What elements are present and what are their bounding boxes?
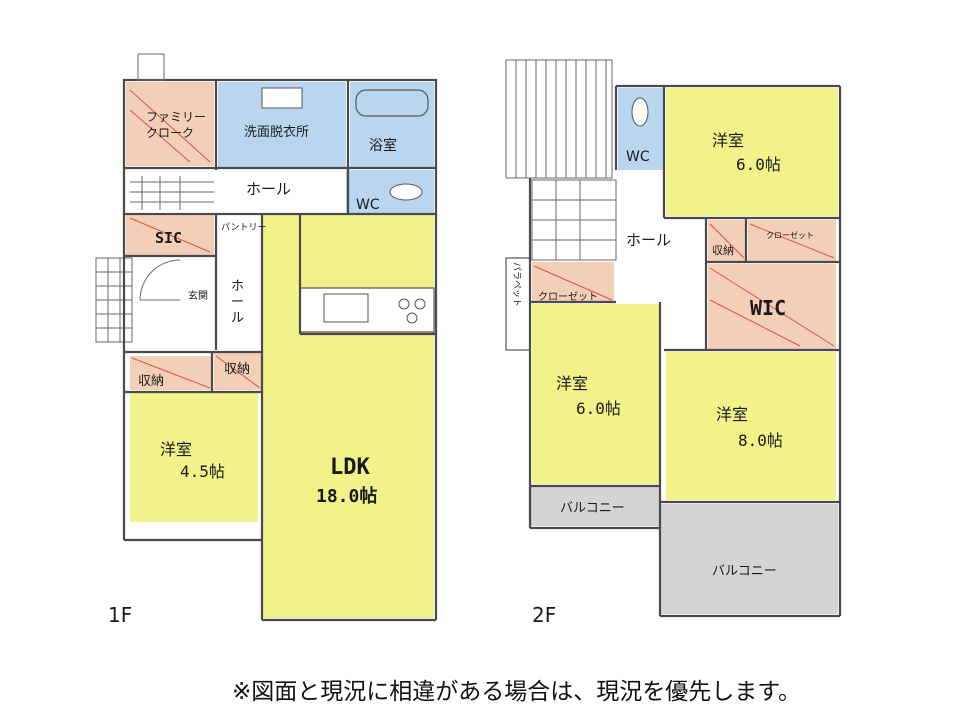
label-hall-1f: ホール bbox=[246, 180, 291, 198]
closet-hatch-2f bbox=[533, 223, 835, 347]
label-pantry: パントリー bbox=[221, 222, 266, 233]
label-western-ne-size: 6.0帖 bbox=[736, 155, 781, 174]
wash-basin bbox=[261, 87, 303, 109]
bathtub bbox=[355, 89, 429, 117]
parapet-box bbox=[505, 257, 531, 351]
label-western-1f-size: 4.5帖 bbox=[180, 462, 225, 481]
label-western-sw-name: 洋室 bbox=[556, 374, 588, 393]
label-family-cloak-1: ファミリー bbox=[146, 110, 206, 124]
floor-2 bbox=[505, 59, 842, 618]
stove-burner bbox=[406, 312, 418, 324]
label-balcony-left: バルコニー bbox=[560, 501, 625, 516]
fill-balcony-right bbox=[660, 504, 838, 614]
floor-1-label: 1F bbox=[108, 603, 132, 627]
fill-ldk bbox=[262, 214, 434, 618]
label-western-ne-name: 洋室 bbox=[712, 131, 744, 150]
label-ldk-name: LDK bbox=[330, 455, 370, 480]
stove-burner bbox=[414, 298, 426, 310]
label-storage-right: 収納 bbox=[224, 362, 250, 377]
fill-bath bbox=[350, 82, 434, 168]
fill-western-ne bbox=[666, 88, 838, 216]
label-family-cloak-2: クローク bbox=[146, 126, 194, 140]
entrance-tiles bbox=[95, 257, 181, 343]
label-storage-left: 収納 bbox=[138, 374, 164, 389]
label-western-1f-name: 洋室 bbox=[160, 440, 192, 459]
stairs-1f bbox=[130, 176, 214, 210]
fill-balcony-left bbox=[530, 486, 660, 526]
label-washroom: 洗面脱衣所 bbox=[244, 124, 309, 140]
stairs-2f bbox=[531, 179, 617, 261]
label-entrance: 玄関 bbox=[188, 289, 208, 302]
sink bbox=[323, 293, 369, 323]
label-closet-left: クローゼット bbox=[538, 291, 598, 303]
label-closet-right: クローゼット bbox=[766, 230, 814, 240]
walls-2f bbox=[528, 84, 842, 618]
fill-western-sw bbox=[532, 304, 660, 484]
label-sic: SIC bbox=[155, 229, 182, 247]
toilet-1f bbox=[389, 183, 423, 201]
label-parapet: パラペット bbox=[511, 262, 522, 307]
floor-2-label: 2F bbox=[532, 603, 556, 627]
floor-1 bbox=[95, 53, 438, 622]
label-wc-1f: WC bbox=[356, 197, 380, 213]
labels-1f: ファミリー クローク 洗面脱衣所 浴室 WC ホール SIC パントリー 玄関 … bbox=[108, 110, 397, 627]
label-storage-2f: 収納 bbox=[712, 244, 734, 257]
label-hall-v3: ル bbox=[231, 311, 244, 326]
label-hall-2f: ホール bbox=[626, 231, 671, 249]
kitchen-counter bbox=[299, 287, 435, 333]
label-wc-2f: WC bbox=[626, 149, 650, 165]
stove-burner bbox=[398, 298, 410, 310]
label-hall-v1: ホ bbox=[231, 279, 244, 294]
label-western-sw-size: 6.0帖 bbox=[576, 399, 621, 418]
roof-deck bbox=[505, 59, 613, 179]
walls-1f bbox=[122, 53, 438, 622]
fill-western-se bbox=[666, 352, 836, 500]
label-ldk-size: 18.0帖 bbox=[316, 485, 377, 507]
label-western-se-name: 洋室 bbox=[716, 405, 748, 424]
closet-hatch-1f bbox=[129, 89, 261, 389]
discrepancy-notice: ※図面と現況に相違がある場合は、現況を優先します。 bbox=[232, 679, 801, 705]
label-bath: 浴室 bbox=[369, 137, 397, 154]
label-hall-v2: ー bbox=[231, 295, 244, 310]
label-wic: WIC bbox=[750, 296, 786, 320]
toilet-2f bbox=[631, 97, 649, 127]
label-western-se-size: 8.0帖 bbox=[738, 431, 783, 450]
labels-2f: WC 洋室 6.0帖 ホール 収納 クローゼット WIC クローゼット パラペッ… bbox=[511, 131, 814, 627]
label-balcony-right: バルコニー bbox=[712, 564, 777, 579]
fill-western-1f bbox=[130, 392, 258, 522]
